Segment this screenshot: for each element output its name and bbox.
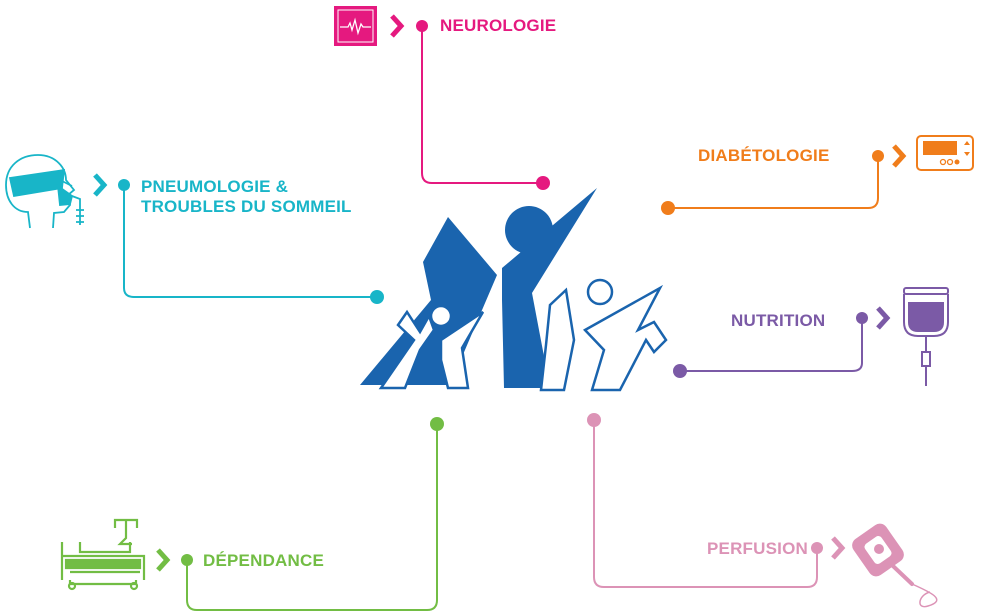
perfusion-connector	[593, 420, 818, 588]
logo-small-figure-right	[439, 310, 485, 390]
neurologie-connector	[421, 25, 543, 184]
logo-medium-figure	[539, 287, 576, 392]
dependance-chevron-icon	[156, 548, 171, 572]
logo-head-medium	[586, 278, 614, 306]
diabetologie-end-dot	[661, 201, 675, 215]
pneumologie-label-line-1: PNEUMOLOGIE &	[141, 177, 289, 196]
neurologie-label-dot	[416, 20, 428, 32]
nutrition-label-dot	[856, 312, 868, 324]
neurologie-chevron-icon	[390, 14, 405, 38]
ecg-monitor-icon	[334, 6, 377, 46]
nutrition-chevron-icon	[876, 306, 891, 330]
pneumologie-connector	[123, 185, 377, 298]
pneumologie-chevron-icon	[93, 173, 108, 197]
perfusion-chevron-icon	[831, 536, 846, 560]
nutrition-label-line: NUTRITION	[731, 311, 826, 330]
neurologie-label-line: NEUROLOGIE	[440, 16, 557, 35]
perfusion-label-line: PERFUSION	[707, 539, 808, 558]
diabetologie-chevron-icon	[892, 144, 907, 168]
infusion-pump-icon	[852, 523, 938, 608]
diabetologie-label: DIABÉTOLOGIE	[698, 146, 830, 166]
pneumologie-label-line-2: TROUBLES DU SOMMEIL	[141, 197, 352, 216]
dependance-label-dot	[181, 554, 193, 566]
logo-head-small	[429, 304, 453, 328]
pneumologie-label: PNEUMOLOGIE & TROUBLES DU SOMMEIL	[141, 177, 352, 217]
perfusion-label: PERFUSION	[707, 539, 808, 559]
pneumologie-end-dot	[370, 290, 384, 304]
dependance-connector	[186, 424, 438, 611]
feeding-bag-icon	[903, 287, 949, 386]
perfusion-end-dot	[587, 413, 601, 427]
oxygen-mask-icon	[5, 154, 84, 229]
perfusion-label-dot	[811, 542, 823, 554]
central-figures-logo	[360, 188, 668, 392]
dependance-label-line: DÉPENDANCE	[203, 551, 325, 570]
dependance-label: DÉPENDANCE	[203, 551, 324, 571]
dependance-end-dot	[430, 417, 444, 431]
insulin-pump-icon	[916, 135, 974, 171]
logo-body	[502, 188, 597, 388]
medical-bed-icon	[60, 518, 146, 591]
logo-small-figure	[378, 309, 436, 390]
nutrition-end-dot	[673, 364, 687, 378]
diabetologie-label-dot	[872, 150, 884, 162]
neurologie-end-dot	[536, 176, 550, 190]
neurologie-label: NEUROLOGIE	[440, 16, 556, 36]
nutrition-connector	[680, 318, 863, 372]
pneumologie-label-dot	[118, 179, 130, 191]
diabetologie-label-line: DIABÉTOLOGIE	[698, 146, 830, 165]
nutrition-label: NUTRITION	[731, 311, 825, 331]
logo-right-figure	[582, 284, 668, 392]
diabetologie-connector	[668, 157, 879, 209]
